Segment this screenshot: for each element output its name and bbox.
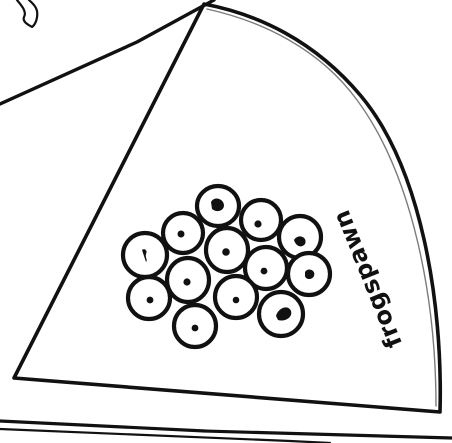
frogspawn-egg <box>128 277 170 319</box>
neighbour-segment-top-left <box>0 0 214 104</box>
neighbour-segment-bottom <box>0 421 452 443</box>
frogspawn-egg <box>174 305 216 347</box>
neighbour-segment-edge <box>0 0 214 104</box>
neighbour-segment-edge <box>0 421 452 438</box>
neighbour-segment-edge <box>0 429 330 443</box>
frogspawn-egg <box>163 213 203 253</box>
frogspawn-egg <box>241 200 281 240</box>
frogspawn-egg <box>215 276 257 318</box>
frogspawn-egg <box>167 258 209 302</box>
frogspawn-egg <box>259 292 303 336</box>
neighbour-drawing-fragment <box>17 0 37 27</box>
frogspawn-egg <box>206 228 248 272</box>
segment-label: frogspawn <box>327 206 408 352</box>
segment-inner-edge-sketch <box>207 9 436 406</box>
frogspawn-egg <box>197 186 239 226</box>
frogspawn-egg <box>288 253 330 295</box>
frogspawn-egg <box>123 233 167 277</box>
frogspawn-drawing <box>123 186 330 347</box>
